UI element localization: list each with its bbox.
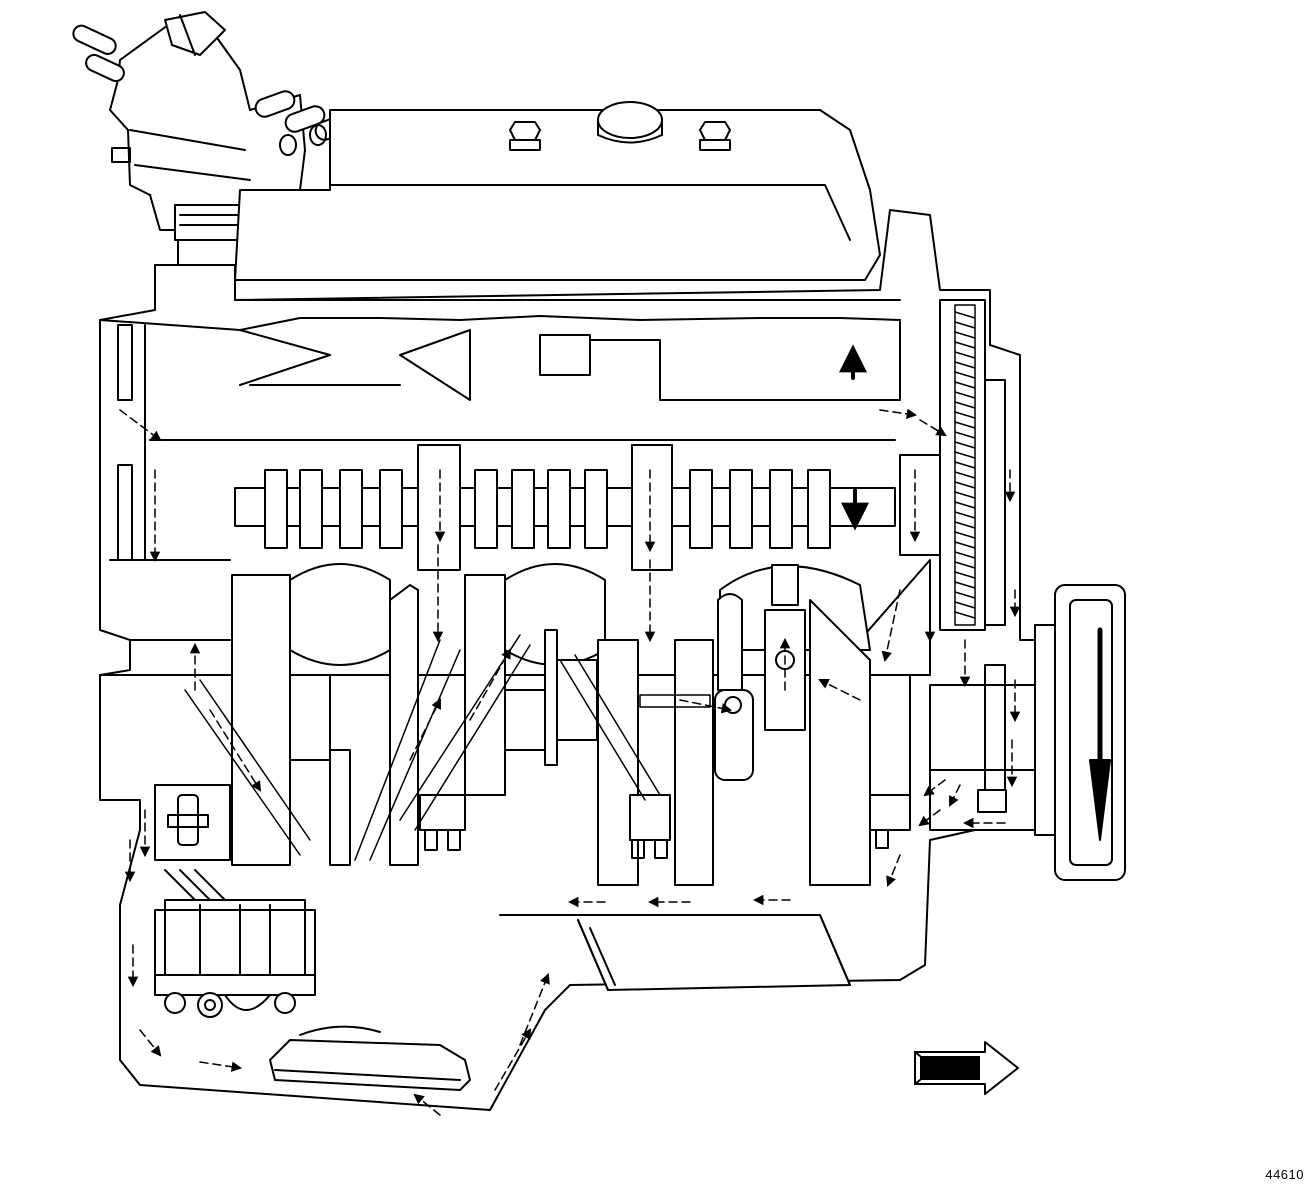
cam-lobe [808, 470, 830, 548]
oil-pickup-screen [270, 1027, 470, 1090]
cam-lobe [770, 470, 792, 548]
cam-lobe [340, 470, 362, 548]
bolt [655, 840, 667, 858]
figure-id-label: 44610 [1265, 1167, 1304, 1182]
engine-front-arrow [915, 1042, 1018, 1094]
harmonic-balancer [1035, 585, 1125, 880]
cam-lobe [548, 470, 570, 548]
oil-flow-arrows [120, 408, 1021, 1115]
cam-bearing [900, 455, 940, 555]
cam-lobe [585, 470, 607, 548]
cam-lobe [475, 470, 497, 548]
pump-bolt [198, 993, 222, 1017]
cam-lobe [730, 470, 752, 548]
valve-cover-bolt [510, 122, 540, 150]
distributor-housing [150, 195, 255, 265]
cam-lobe [300, 470, 322, 548]
pump-bolt [165, 993, 185, 1013]
cam-bearing [418, 445, 460, 570]
cam-lobe [265, 470, 287, 548]
oil-flow-arrows-solid [839, 344, 869, 531]
cam-lobe [512, 470, 534, 548]
cam-lobe [690, 470, 712, 548]
timing-chain [955, 305, 975, 625]
distributor-cap [71, 12, 358, 210]
bolt [876, 830, 888, 848]
bolt [632, 840, 644, 858]
pump-bolt [275, 993, 295, 1013]
oil-pan [500, 915, 850, 990]
bolt [425, 830, 437, 850]
oil-pump [155, 785, 315, 1017]
oil-filler-cap [598, 102, 662, 138]
crankshaft [185, 564, 910, 885]
valve-cover [235, 102, 880, 280]
camshaft [235, 445, 940, 570]
cam-bearing [632, 445, 672, 570]
cam-lobe [380, 470, 402, 548]
bolt [448, 830, 460, 850]
valve-cover-bolt [700, 122, 730, 150]
